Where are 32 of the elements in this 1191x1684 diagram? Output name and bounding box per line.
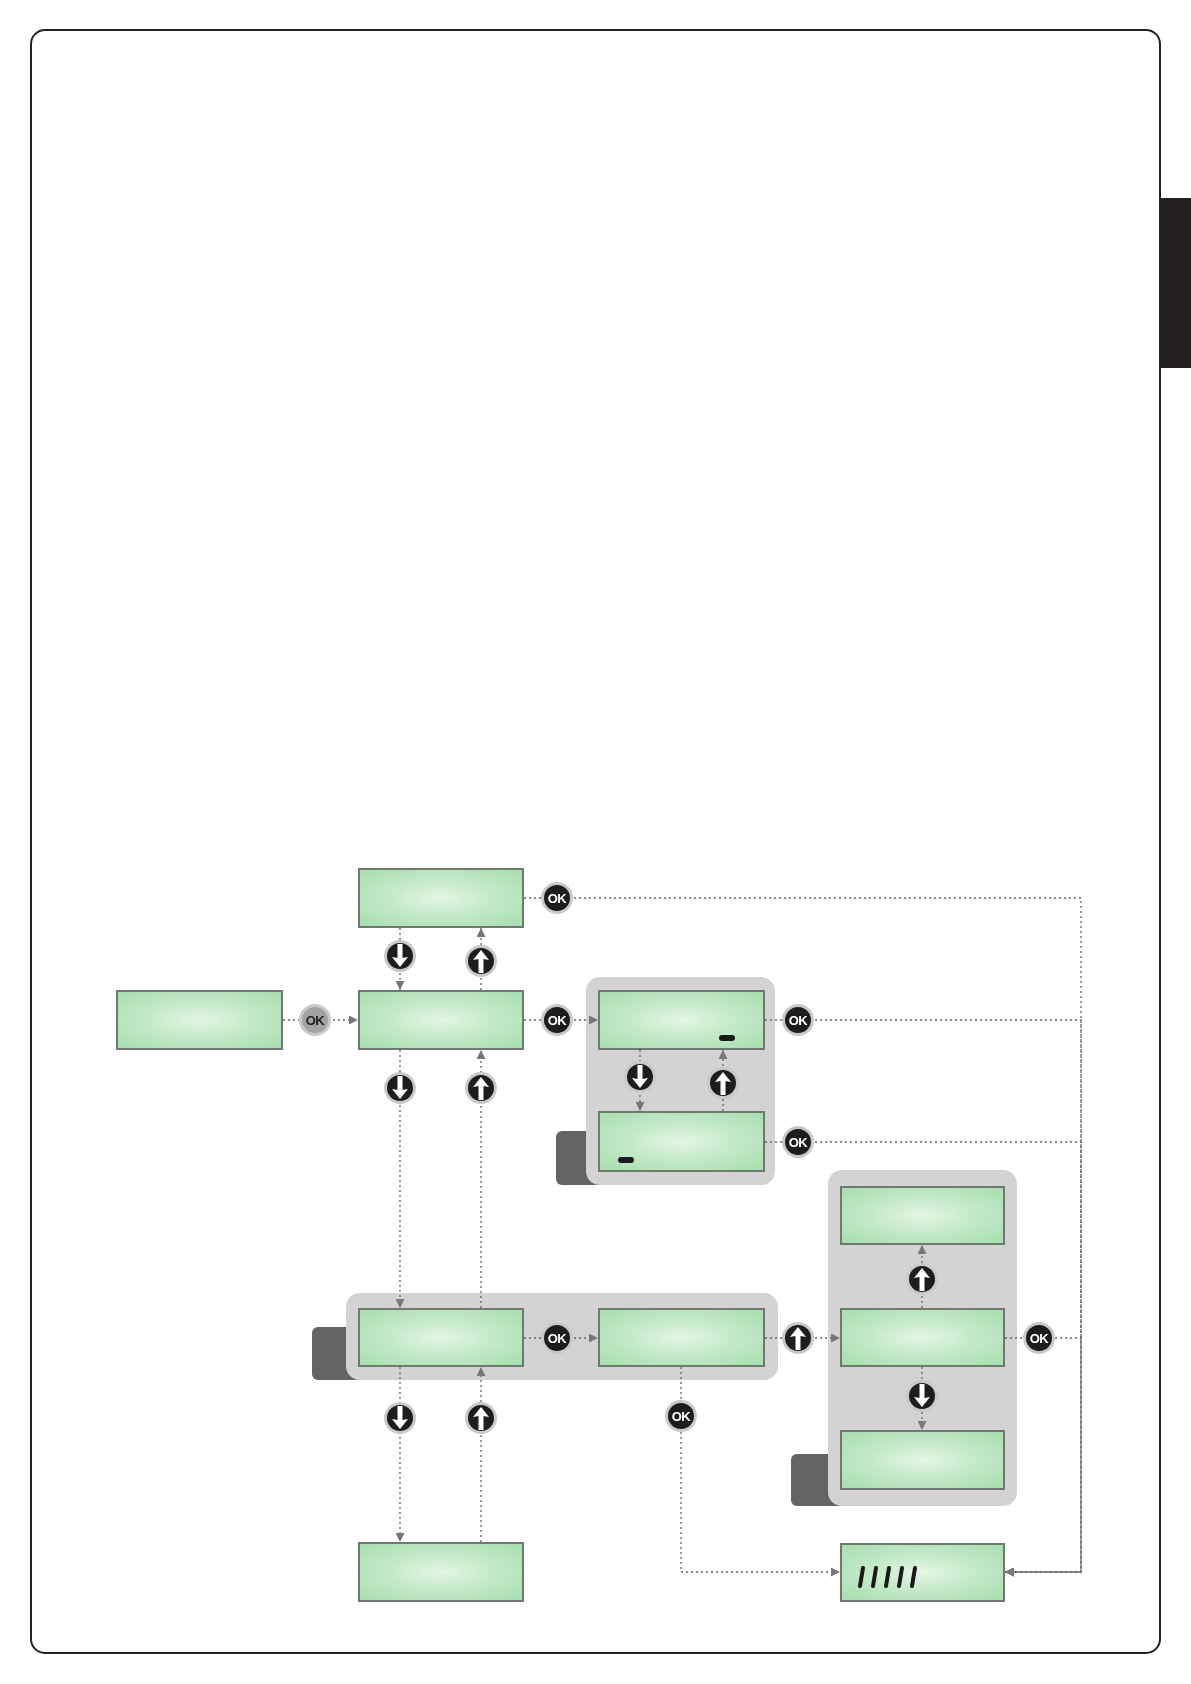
dotted-arrow (718, 1049, 728, 1112)
dotted-arrow (635, 1049, 645, 1112)
lcd-screen (598, 1111, 765, 1172)
ok-button: OK (665, 1400, 697, 1432)
ok-button: OK (782, 1126, 814, 1158)
lcd-screen (358, 990, 524, 1050)
ok-button: OK (1023, 1322, 1055, 1354)
dotted-arrow (476, 1049, 486, 1309)
ok-button: OK (541, 882, 573, 914)
group-panel (586, 977, 775, 1185)
lcd-screen (840, 1430, 1005, 1490)
lcd-screen (598, 1308, 765, 1367)
lcd-screen (116, 990, 283, 1050)
lcd-screen (840, 1543, 1005, 1602)
ok-button: OK (541, 1004, 573, 1036)
lcd-screen (358, 1308, 524, 1367)
lcd-screen (358, 1542, 524, 1602)
dotted-arrow (917, 1244, 927, 1309)
lcd-screen (840, 1186, 1005, 1245)
lcd-screen (598, 990, 765, 1050)
dotted-arrow (395, 927, 405, 991)
group-panel (828, 1170, 1017, 1506)
dotted-arrow (476, 927, 486, 991)
dotted-arrow (395, 1366, 405, 1543)
lcd-screen (840, 1308, 1005, 1367)
group-panel (346, 1293, 778, 1380)
dotted-arrow (680, 1366, 841, 1577)
ok-button: OK (299, 1004, 331, 1036)
dotted-arrow (476, 1366, 486, 1543)
dotted-arrow (917, 1366, 927, 1431)
lcd-screen (358, 868, 524, 928)
ok-button: OK (782, 1004, 814, 1036)
